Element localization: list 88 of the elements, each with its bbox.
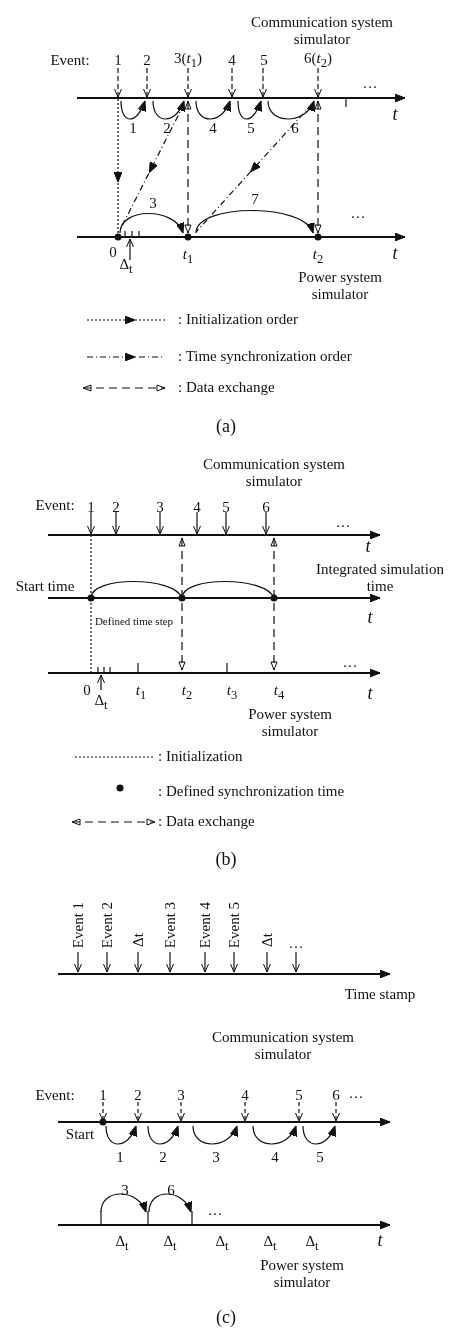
step-number: 3	[149, 194, 157, 212]
legend-text: : Initialization	[158, 748, 243, 765]
event-number: 1	[114, 51, 122, 69]
tick-label: Δ$_{t}$	[115, 1232, 129, 1254]
legend-text: : Data exchange	[178, 379, 275, 396]
legend-text: : Defined synchronization time	[158, 783, 345, 800]
step-number: 3	[212, 1148, 220, 1166]
event-number: 3(t$_{1}$)	[174, 49, 202, 71]
start-label: Start time	[15, 577, 75, 595]
event-number: 4	[193, 498, 201, 516]
step-number: 4	[209, 119, 217, 137]
tick-label: t$_{2}$	[181, 681, 193, 703]
axis-label: t	[392, 244, 398, 264]
event-number: 4	[228, 51, 236, 69]
event-label: Event:	[50, 51, 90, 69]
axis-label: t	[365, 537, 371, 557]
step-number: 3	[121, 1181, 129, 1199]
ellipsis: …	[348, 1084, 364, 1102]
step-number: 4	[271, 1148, 279, 1166]
tick-label: t$_{2}$	[312, 245, 324, 267]
event-number: 4	[241, 1086, 249, 1104]
simulator-label: Communication system simulator	[201, 455, 347, 489]
event-number: 5	[295, 1086, 303, 1104]
event-label: Event 3	[161, 901, 179, 949]
event-label: Event 2	[98, 901, 116, 949]
step-number: 2	[163, 119, 171, 137]
event-number: 3	[177, 1086, 185, 1104]
tick-label: Δ$_{t}$	[305, 1232, 319, 1254]
legend-text: : Data exchange	[158, 813, 255, 830]
ellipsis: …	[342, 653, 358, 671]
event-number: 3	[156, 498, 164, 516]
tick-label: t$_{1}$	[135, 681, 147, 703]
axis-label: t	[392, 105, 398, 125]
event-number: 5	[222, 498, 230, 516]
legend-text: : Time synchronization order	[178, 348, 352, 365]
tick-label: Δ$_{t}$	[215, 1232, 229, 1254]
simulator-label: Power system simulator	[297, 268, 383, 302]
tick-label: t$_{4}$	[273, 681, 285, 703]
step-number: 1	[129, 119, 137, 137]
step-number: 5	[316, 1148, 324, 1166]
simulator-label: Power system simulator	[259, 1256, 345, 1290]
event-number: 2	[134, 1086, 142, 1104]
event-label: Event:	[35, 496, 75, 514]
event-label: Event 5	[225, 901, 243, 949]
tick-label: t$_{1}$	[182, 245, 194, 267]
tick-label: Δ$_{t}$	[263, 1232, 277, 1254]
event-number: 6	[262, 498, 270, 516]
event-number: 2	[112, 498, 120, 516]
step-number: 1	[116, 1148, 124, 1166]
ellipsis: …	[207, 1201, 223, 1219]
caption: (b)	[215, 850, 237, 870]
time-axis-label: Integrated simulation time	[315, 560, 445, 594]
event-number: 2	[143, 51, 151, 69]
step-number: 7	[251, 190, 259, 208]
step-label: Defined time step	[94, 614, 174, 628]
start-label: Start	[65, 1125, 95, 1143]
tick-label: t$_{3}$	[226, 681, 238, 703]
axis-label: t	[377, 1231, 383, 1251]
event-number: 6	[332, 1086, 340, 1104]
ellipsis: …	[350, 204, 366, 222]
event-number: 6(t$_{2}$)	[304, 49, 332, 71]
event-label: Event 1	[69, 901, 87, 949]
tick-label: Δ$_{t}$	[119, 255, 133, 277]
tick-label: 0	[109, 243, 117, 261]
caption: (c)	[216, 1308, 236, 1328]
step-label: Δt	[258, 933, 276, 947]
ellipsis: …	[362, 74, 378, 92]
ellipsis: …	[335, 513, 351, 531]
event-label: Event 4	[196, 901, 214, 949]
legend-text: : Initialization order	[178, 311, 298, 328]
axis-label: t	[367, 684, 373, 704]
event-number: 1	[87, 498, 95, 516]
caption: (a)	[216, 417, 236, 437]
ellipsis: …	[288, 934, 304, 952]
step-number: 5	[247, 119, 255, 137]
step-number: 6	[167, 1181, 175, 1199]
time-axis-label: Time stamp	[344, 985, 416, 1003]
step-label: Δt	[129, 933, 147, 947]
simulator-label: Communication system simulator	[210, 1028, 356, 1062]
axis-label: t	[367, 608, 373, 628]
event-number: 1	[99, 1086, 107, 1104]
simulator-label: Power system simulator	[247, 705, 333, 739]
step-number: 2	[159, 1148, 167, 1166]
tick-label: Δ$_{t}$	[94, 691, 108, 713]
event-number: 5	[260, 51, 268, 69]
tick-label: 0	[83, 681, 91, 699]
tick-label: Δ$_{t}$	[163, 1232, 177, 1254]
event-label: Event:	[35, 1086, 75, 1104]
